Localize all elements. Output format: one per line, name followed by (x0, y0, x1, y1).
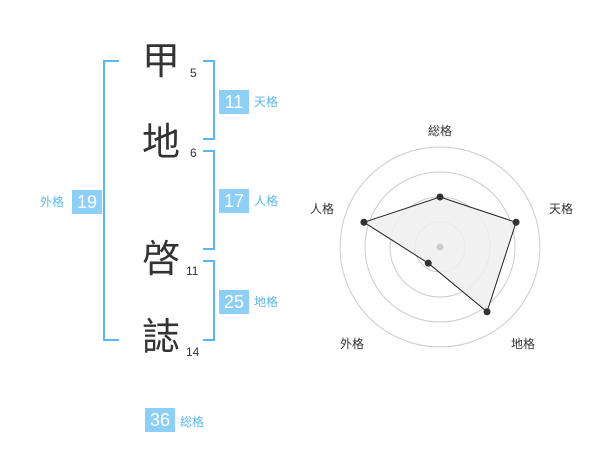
radar-center-dot (436, 243, 444, 251)
radar-point-1 (436, 193, 444, 201)
radar-label-jinkaku: 人格 (310, 202, 335, 216)
name-char-2: 地 (142, 120, 181, 164)
jinkaku-bracket (203, 150, 215, 250)
chikaku-label: 地格 (254, 295, 279, 309)
radar-grid-ring (364, 171, 516, 323)
gaikaku-label: 外格 (40, 195, 65, 209)
name-char-1: 甲 (142, 39, 181, 83)
radar-label-tenkaku: 天格 (549, 202, 574, 216)
tenkaku-bracket (203, 60, 215, 140)
name-char-4: 誌 (142, 315, 181, 359)
name-char-3: 啓 (142, 237, 181, 281)
stroke-count-2: 6 (190, 146, 197, 160)
soukaku-value: 36 (145, 408, 175, 432)
gaikaku-bracket (103, 60, 119, 341)
chikaku-value: 25 (219, 290, 249, 314)
radar-chart (339, 146, 541, 348)
gaikaku-value: 19 (72, 190, 102, 214)
radar-label-gaikaku: 外格 (340, 337, 365, 351)
radar-point-4 (424, 259, 432, 267)
radar-label-soukaku: 総格 (428, 124, 453, 138)
stroke-count-3: 11 (186, 264, 199, 278)
radar-grid-ring (339, 146, 541, 348)
radar-series-polygon (362, 196, 517, 313)
tenkaku-label: 天格 (254, 95, 279, 109)
radar-point-5 (360, 218, 368, 226)
jinkaku-value: 17 (219, 189, 249, 213)
soukaku-label: 総格 (180, 415, 205, 429)
stroke-count-4: 14 (186, 345, 200, 359)
radar-point-3 (483, 308, 491, 316)
tenkaku-value: 11 (219, 90, 249, 114)
jinkaku-label: 人格 (254, 194, 279, 208)
radar-label-chikaku: 地格 (511, 337, 536, 351)
chikaku-bracket (203, 260, 215, 341)
radar-point-2 (512, 218, 520, 226)
stroke-count-1: 5 (190, 66, 197, 80)
